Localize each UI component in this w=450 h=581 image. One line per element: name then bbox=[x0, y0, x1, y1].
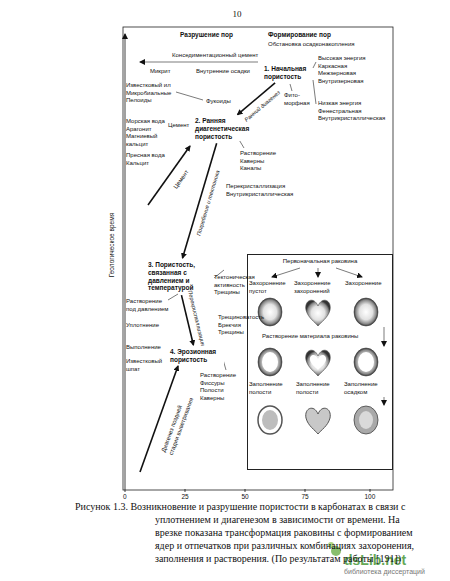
stage-node: 3. Пористость, связанная с давлением и т… bbox=[146, 260, 208, 293]
figure-label: Обстановка осадконакопления bbox=[268, 41, 355, 49]
figure-label: Выполнение bbox=[126, 344, 161, 352]
figure-label: Низкая энергия Фенестральная Внутрикрист… bbox=[318, 100, 392, 123]
figure-label: Высокая энергия Каркасная Межзерновая Вн… bbox=[318, 55, 372, 85]
figure-caption: Рисунок 1.3. Возникновение и разрушение … bbox=[75, 500, 428, 565]
tick-label: 75 bbox=[302, 493, 309, 501]
figure-label: Фито- морфная bbox=[284, 92, 314, 107]
tick-label: 0 bbox=[123, 493, 127, 501]
figure-label: Морская вода Арагонит Магниевый кальцит bbox=[126, 118, 168, 148]
inset-label: Заполнение осадком bbox=[344, 381, 390, 396]
figure-label: Растворение Фиссуры Полости Каверны bbox=[200, 372, 244, 402]
figure-label: Внутренние осадки bbox=[196, 68, 250, 76]
inset-label: Заполнение полости bbox=[249, 381, 293, 396]
figure-label: Трещиноватость Брекчия Трещины bbox=[218, 314, 268, 337]
figure-label: Микрит bbox=[150, 68, 170, 76]
stage-node: 4. Эрозионная пористость bbox=[168, 347, 224, 365]
tick-label: 25 bbox=[182, 493, 189, 501]
stage-node: 2. Ранняя диагенетическая пористость bbox=[193, 116, 249, 141]
node-text: Первоначальная раковина bbox=[250, 258, 390, 264]
node-text: 1. Начальная пористость bbox=[264, 65, 310, 81]
inset-label: Захоронение пустот bbox=[249, 280, 291, 295]
figure-label: Фукоиды bbox=[206, 98, 231, 106]
inset-box: Первоначальная раковина bbox=[247, 254, 393, 470]
page-number: 10 bbox=[233, 9, 242, 20]
node-text: 4. Эрозионная пористость bbox=[170, 348, 222, 364]
tick-label: 100 bbox=[365, 493, 376, 501]
figure-label: Растворение Каверны Каналы bbox=[240, 150, 286, 173]
edge-label: Перекристаллизация bbox=[187, 290, 206, 347]
figure-label: Известковый ил Микробиальные Пелоиды bbox=[126, 82, 176, 105]
inset-label: Захоронение bbox=[345, 280, 391, 288]
column-heading: Разрушение пор bbox=[180, 31, 233, 39]
inset-label: Захоронение захоронений bbox=[294, 280, 342, 295]
figure-label: Цемент bbox=[168, 122, 189, 130]
axis-label: Геологическое время bbox=[108, 213, 116, 278]
column-heading: Формирование пор bbox=[268, 31, 331, 39]
node-text: 2. Ранняя диагенетическая пористость bbox=[195, 117, 247, 140]
figure-label: Растворение под давлением bbox=[126, 298, 170, 313]
figure-label: Известковый шпат bbox=[126, 358, 168, 373]
watermark: библиотека диссертаций bbox=[344, 568, 425, 577]
figure-label: Уплотнение bbox=[126, 322, 159, 330]
inset-label: Заполнение полости bbox=[296, 381, 340, 396]
figure-label: Перекристаллизация Внутрикристаллическая bbox=[226, 183, 298, 198]
figure-label: Конседиментационный цемент bbox=[172, 52, 258, 60]
arrow-label: Цемент bbox=[172, 169, 190, 191]
stage-node: 1. Начальная пористость bbox=[262, 64, 312, 82]
tick-label: 50 bbox=[242, 493, 249, 501]
node-text: 3. Пористость, связанная с давлением и т… bbox=[148, 261, 206, 292]
inset-label: Растворение материала раковины bbox=[262, 333, 372, 341]
figure-label: Пресная вода Кальцит bbox=[126, 152, 166, 167]
